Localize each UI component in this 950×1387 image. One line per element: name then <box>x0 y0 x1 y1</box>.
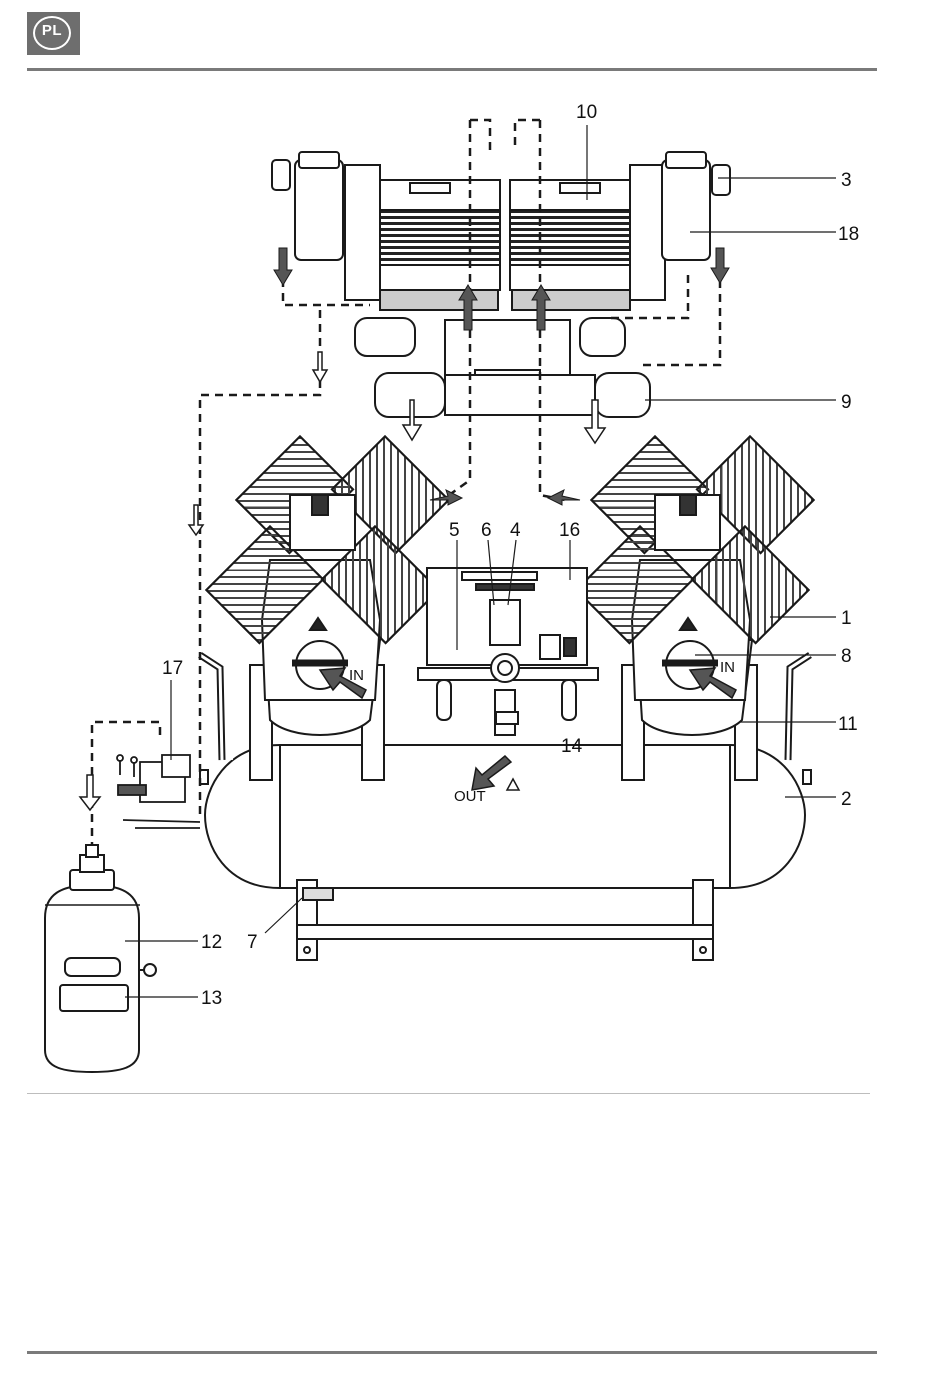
outlet-label: OUT <box>454 788 486 805</box>
callout-3: 3 <box>841 170 852 191</box>
callout-4: 4 <box>510 520 521 541</box>
condensate-bottle <box>45 845 156 1072</box>
callout-11: 11 <box>838 714 858 735</box>
callout-1: 1 <box>841 608 852 629</box>
inlet-label-left: IN <box>349 667 364 684</box>
control-box <box>418 568 598 735</box>
inlet-label-right: IN <box>720 659 735 676</box>
callout-9: 9 <box>841 392 852 413</box>
callout-12: 12 <box>201 932 222 953</box>
drain-valve <box>117 755 200 828</box>
compressor-right <box>576 436 813 780</box>
callout-13: 13 <box>201 988 222 1009</box>
compressor-left <box>206 436 448 780</box>
callout-18: 18 <box>838 224 859 245</box>
callout-5: 5 <box>449 520 460 541</box>
air-dryer <box>272 152 730 417</box>
callout-14: 14 <box>561 736 583 757</box>
callout-16: 16 <box>559 520 580 541</box>
callout-2: 2 <box>841 789 852 810</box>
callout-7: 7 <box>247 932 258 953</box>
callout-17: 17 <box>162 658 183 679</box>
callout-10: 10 <box>576 102 597 123</box>
callout-8: 8 <box>841 646 852 667</box>
callout-6: 6 <box>481 520 492 541</box>
